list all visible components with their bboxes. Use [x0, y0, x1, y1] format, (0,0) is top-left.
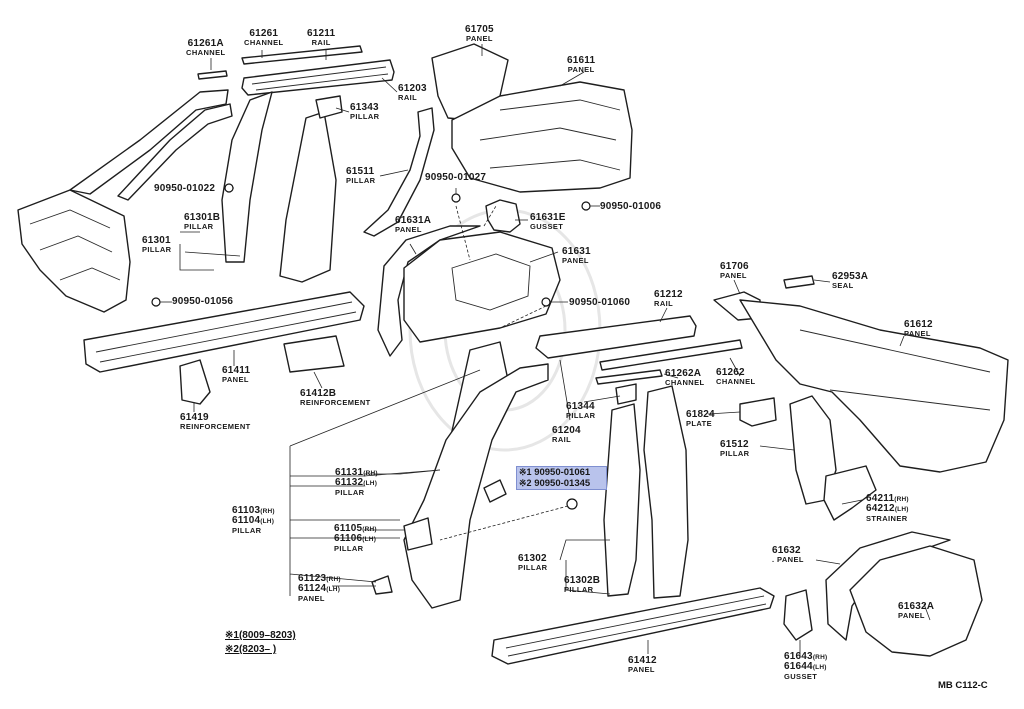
label-61212: 61212 RAIL — [654, 289, 683, 309]
label-61302: 61302 PILLAR — [518, 553, 548, 573]
part-61632A-drawing — [849, 545, 983, 657]
label-61301B: 61301B PILLAR — [184, 212, 221, 232]
label-90950-01006: 90950-01006 — [600, 201, 662, 212]
part-61262-drawing — [599, 339, 743, 371]
part-61411-drawing — [83, 291, 365, 373]
label-61643-61644: 61643(RH) 61644(LH) GUSSET — [784, 651, 828, 682]
label-62953A: 62953A SEAL — [832, 271, 869, 291]
label-61131-61132: 61131(RH) 61132(LH) PILLAR — [335, 467, 378, 498]
part-61261A-drawing — [197, 70, 228, 80]
highlight-row-2[interactable]: ※2 90950-01345 — [519, 478, 591, 489]
part-61301B-drawing — [279, 111, 337, 283]
part-61412-drawing — [491, 587, 775, 665]
part-61123-drawing — [371, 575, 393, 595]
label-61123-61124: 61123(RH) 61124(LH) PANEL — [298, 573, 341, 604]
label-61203: 61203 RAIL — [398, 83, 427, 103]
label-61103-61104: 61103(RH) 61104(LH) PILLAR — [232, 505, 275, 536]
part-61262A-drawing — [595, 369, 663, 385]
part-61343-drawing — [315, 95, 343, 119]
part-front-pillar-structure-drawing — [17, 189, 131, 313]
bolt-90950-01022-mark — [224, 183, 234, 193]
label-90950-01060: 90950-01060 — [569, 297, 631, 308]
label-61706: 61706 PANEL — [720, 261, 749, 281]
bolt-90950-01056-mark — [151, 297, 161, 307]
label-61343: 61343 PILLAR — [350, 102, 380, 122]
label-61631: 61631 PANEL — [562, 246, 591, 266]
label-90950-01027: 90950-01027 — [425, 172, 487, 183]
part-64211-drawing — [823, 465, 877, 521]
seal-62953A-drawing — [783, 275, 815, 289]
label-61105-61106: 61105(RH) 61106(LH) PILLAR — [334, 523, 377, 554]
label-64211-64212: 64211(RH) 64212(LH) STRAINER — [866, 493, 909, 524]
label-61512: 61512 PILLAR — [720, 439, 750, 459]
label-61261: 61261 CHANNEL — [244, 28, 284, 48]
part-61302-drawing — [603, 403, 641, 597]
label-61412: 61412 PANEL — [628, 655, 657, 675]
label-61511: 61511 PILLAR — [346, 166, 376, 186]
bolt-90950-01027-mark — [451, 193, 461, 203]
diagram-code: MB C112-C — [938, 680, 988, 691]
label-61301: 61301 PILLAR — [142, 235, 172, 255]
label-90950-01022: 90950-01022 — [154, 183, 216, 194]
part-61211-drawing — [241, 59, 395, 96]
label-61411: 61411 PANEL — [222, 365, 251, 385]
bolt-highlighted-mark — [566, 498, 578, 510]
bolt-90950-01006-mark — [581, 201, 591, 211]
footnote-2: ※2(8203– ) — [225, 644, 277, 655]
label-61632A: 61632A PANEL — [898, 601, 935, 621]
part-61611-drawing — [451, 81, 633, 193]
part-61631E-drawing — [485, 199, 521, 233]
part-61412B-drawing — [283, 335, 345, 373]
label-61302B: 61302B PILLAR — [564, 575, 601, 595]
label-61611: 61611 PANEL — [567, 55, 596, 75]
label-61824: 61824 PLATE — [686, 409, 715, 429]
part-61212-drawing — [535, 315, 697, 359]
highlight-row-1[interactable]: ※1 90950-01061 — [519, 467, 591, 478]
part-roof-side-rail-drawing — [69, 89, 229, 195]
part-small-bracket-drawing — [483, 479, 507, 503]
part-61301-drawing — [221, 91, 273, 263]
label-61631A: 61631A PANEL — [395, 215, 432, 235]
label-61211: 61211 RAIL — [307, 28, 336, 48]
highlighted-part-box[interactable] — [516, 466, 607, 490]
label-61705: 61705 PANEL — [465, 24, 494, 44]
part-61511-drawing — [363, 107, 435, 237]
part-61419-drawing — [179, 359, 211, 405]
label-61412B: 61412B REINFORCEMENT — [300, 388, 371, 408]
leader-lines — [160, 44, 931, 656]
part-61103-drawing — [403, 363, 549, 609]
label-61262A: 61262A CHANNEL — [665, 368, 705, 388]
part-61631-drawing — [403, 231, 561, 343]
part-61824-drawing — [739, 397, 777, 427]
footnote-1: ※1(8009–8203) — [225, 630, 296, 641]
label-61261A: 61261A CHANNEL — [186, 38, 226, 58]
part-61344-drawing — [615, 383, 637, 405]
part-61612-drawing — [739, 299, 1009, 473]
label-61632: 61632 . PANEL — [772, 545, 804, 565]
label-61612: 61612 PANEL — [904, 319, 933, 339]
part-61631A-drawing — [377, 225, 481, 357]
label-61204: 61204 RAIL — [552, 425, 581, 445]
part-61105-drawing — [403, 517, 433, 551]
label-90950-01056: 90950-01056 — [172, 296, 234, 307]
part-61261-drawing — [241, 45, 363, 65]
bolt-90950-01060-mark — [541, 297, 551, 307]
label-61419: 61419 REINFORCEMENT — [180, 412, 251, 432]
label-61344: 61344 PILLAR — [566, 401, 596, 421]
label-61631E: 61631E GUSSET — [530, 212, 566, 232]
part-61643-drawing — [783, 589, 813, 641]
label-61262: 61262 CHANNEL — [716, 367, 756, 387]
part-61302B-drawing — [643, 385, 689, 599]
